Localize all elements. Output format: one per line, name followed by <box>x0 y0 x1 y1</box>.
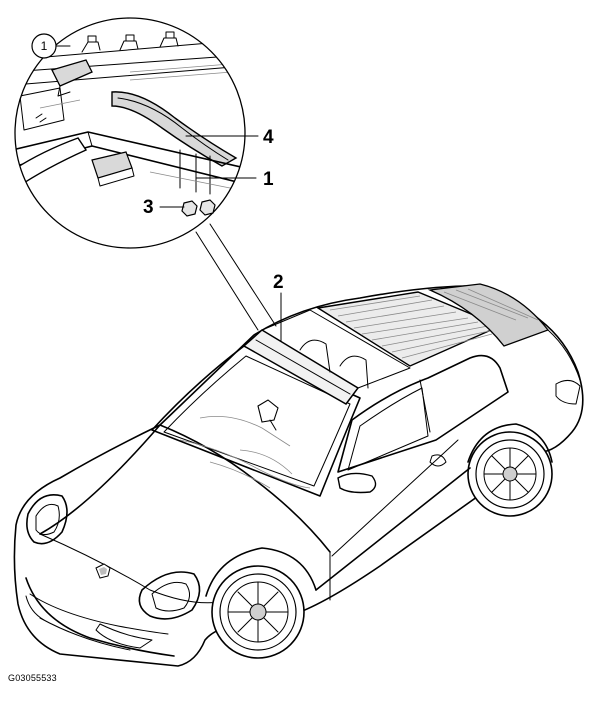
callout-3: 3 <box>143 197 185 218</box>
figure-code: G03055533 <box>8 673 57 683</box>
callout-4: 4 <box>185 127 274 148</box>
callout-circled-1: 1 <box>31 33 71 59</box>
magnifier-leader <box>195 231 259 331</box>
car-body <box>13 283 584 667</box>
callout-1: 1 <box>195 169 274 190</box>
detail-magnifier <box>14 17 246 249</box>
svg-text:2: 2 <box>273 272 284 293</box>
nut-parts <box>181 199 216 217</box>
svg-text:4: 4 <box>263 127 274 148</box>
svg-text:1: 1 <box>41 39 48 53</box>
svg-text:1: 1 <box>263 169 274 190</box>
svg-text:3: 3 <box>143 197 154 218</box>
